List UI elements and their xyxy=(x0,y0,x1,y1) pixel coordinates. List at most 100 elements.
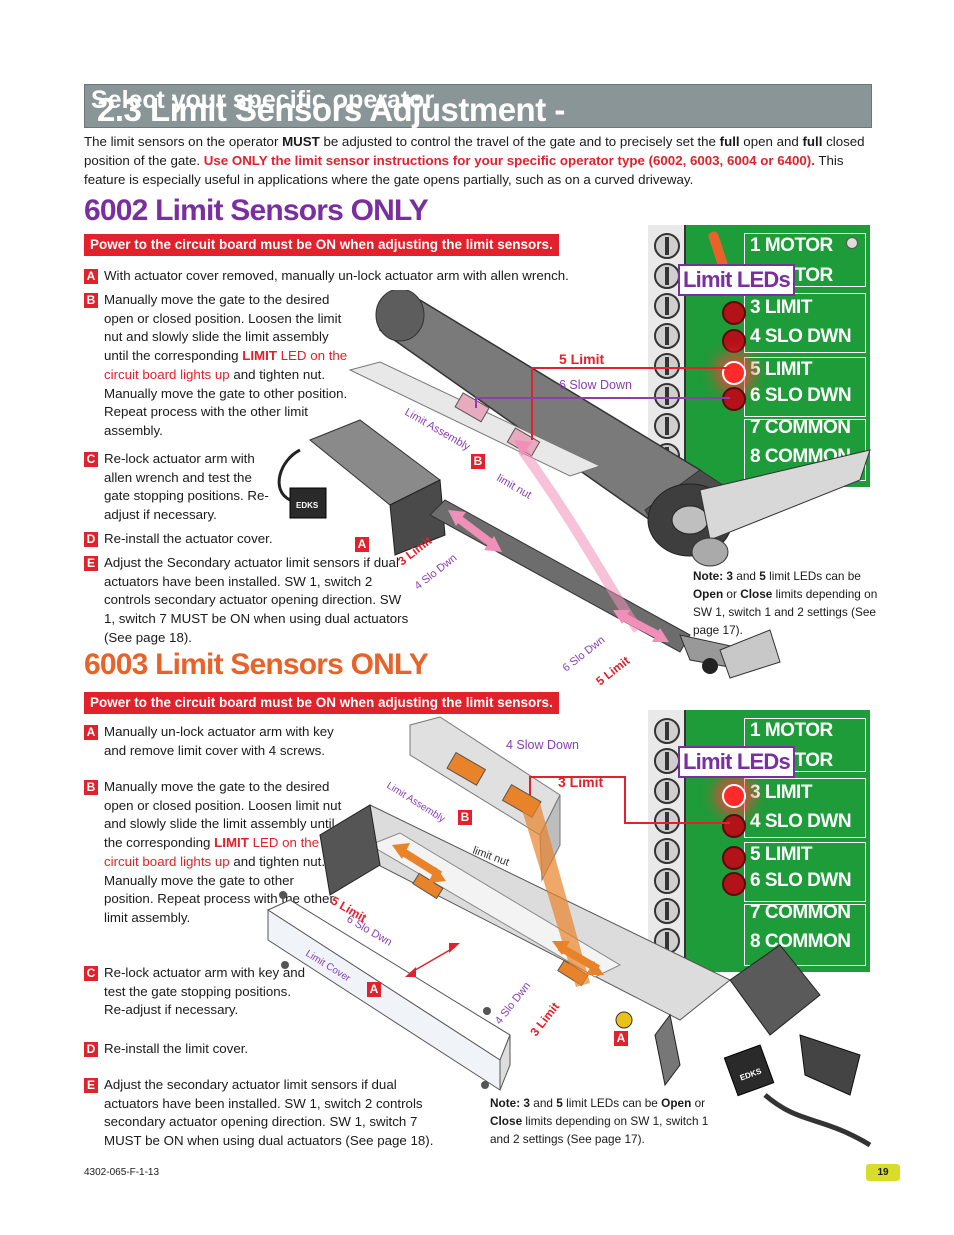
board-label: 6 SLO DWN xyxy=(750,870,852,891)
actuator-diagram-6002: EDKS Limit Assembly limit nut 3 Limit 4 … xyxy=(277,290,871,689)
step-text: Re-install the actuator cover. xyxy=(104,531,273,546)
limit-cover xyxy=(266,899,511,1091)
board-label: 4 SLO DWN xyxy=(750,811,852,832)
control-box-icon xyxy=(289,487,327,519)
step-text: Re-lock actuator arm with key and test t… xyxy=(104,965,306,1018)
note-6002: Note: 3 and 5 limit LEDs can be Open or … xyxy=(693,569,878,637)
step-badge: A xyxy=(84,269,98,284)
step-badge: E xyxy=(84,1078,98,1093)
step-text: Re-install the limit cover. xyxy=(104,1041,249,1056)
board-box xyxy=(744,357,866,417)
three-limit-label: 3 Limit xyxy=(558,774,604,790)
board-label: 7 COMMON xyxy=(750,902,851,923)
terminal-strip xyxy=(648,710,686,972)
step-badge: A xyxy=(84,725,98,740)
terminal-screw-icon xyxy=(654,868,680,894)
limit-nut-label: limit nut xyxy=(495,472,534,501)
board-box xyxy=(744,904,866,966)
terminal-screw-icon xyxy=(654,898,680,924)
step-b-6002: B Manually move the gate to the desired … xyxy=(84,291,349,441)
actuator-cylinder xyxy=(375,290,871,567)
power-warning-banner-6003: Power to the circuit board must be ON wh… xyxy=(84,692,559,714)
step-d-6003: D Re-install the limit cover. xyxy=(84,1040,334,1059)
page-number: 19 xyxy=(866,1164,900,1181)
terminal-screw-icon xyxy=(654,233,680,259)
terminal-screw-icon xyxy=(654,353,680,379)
step-badge: C xyxy=(84,452,98,467)
header-title-sub: Select your specific operator xyxy=(91,86,435,114)
diagram-badge-a: A xyxy=(355,537,369,552)
board-box xyxy=(744,233,866,287)
step-d-6002: D Re-install the actuator cover. xyxy=(84,530,334,549)
board-label: 5 LIMIT xyxy=(750,844,812,865)
terminal-screw-icon xyxy=(654,323,680,349)
led-4-slo-dwn xyxy=(722,814,746,838)
wire-5-limit xyxy=(531,367,730,440)
wire-6-slow-down xyxy=(475,397,730,408)
section-header: 2.3 Limit Sensors Adjustment - Select yo… xyxy=(84,84,872,128)
terminal-screw-icon xyxy=(654,838,680,864)
led-5-limit xyxy=(722,846,746,870)
intro-full: full xyxy=(802,134,823,149)
note-6003: Note: 3 and 5 limit LEDs can be Open or … xyxy=(490,1096,709,1146)
board-box xyxy=(744,778,866,838)
terminal-screw-icon xyxy=(654,718,680,744)
led-5-limit-lit xyxy=(722,361,746,385)
five-limit-bottom-label: 5 Limit xyxy=(593,654,632,689)
step-a-6002: A With actuator cover removed, manually … xyxy=(84,267,604,286)
board-label: 3 LIMIT xyxy=(750,782,812,803)
step-b-6003: B Manually move the gate to the desired … xyxy=(84,778,346,928)
led-3-limit xyxy=(722,301,746,325)
led-6-slo-dwn xyxy=(722,872,746,896)
terminal-screw-icon xyxy=(654,263,680,289)
actuator-diagram-6003: EDKS Limit Assembly limit nut 5 Limit 6 … xyxy=(266,716,872,1148)
intro-text: be adjusted to control the travel of the… xyxy=(319,134,720,149)
step-badge: D xyxy=(84,532,98,547)
step-c-6002: C Re-lock actuator arm with allen wrench… xyxy=(84,450,274,525)
board-label: 4 SLO DWN xyxy=(750,326,852,347)
board-label: 1 MOTOR xyxy=(750,720,833,741)
led-3-limit-lit xyxy=(722,784,746,808)
wire-3-limit xyxy=(529,776,730,824)
step-text: Manually un-lock actuator arm with key a… xyxy=(104,724,334,758)
diagram-badge-a-cover: A xyxy=(367,982,381,997)
intro-text: open and xyxy=(739,134,803,149)
step-text: With actuator cover removed, manually un… xyxy=(104,268,569,283)
diagram-badge-b: B xyxy=(458,810,472,825)
four-slo-dwn-label: 4 Slo Dwn xyxy=(493,980,533,1027)
step-text: Adjust the Secondary actuator limit sens… xyxy=(104,555,409,645)
terminal-screw-icon xyxy=(654,778,680,804)
step-badge: B xyxy=(84,780,98,795)
section-title-6002: 6002 Limit Sensors ONLY xyxy=(84,194,429,227)
limit-leds-label-6002: Limit LEDs xyxy=(678,264,795,296)
board-label: 1 MOTOR xyxy=(750,235,833,256)
three-limit-bottom-label: 3 Limit xyxy=(527,1000,562,1039)
four-slow-down-label: 4 Slow Down xyxy=(506,738,579,752)
document-code: 4302-065-F-1-13 xyxy=(84,1167,160,1178)
four-slo-dwn-label: 4 Slo Dwn xyxy=(412,552,459,592)
board-box xyxy=(744,718,866,772)
six-slo-dwn-label: 6 Slo Dwn xyxy=(560,634,607,674)
six-slow-down-label: 6 Slow Down xyxy=(559,378,632,392)
header-title-main: 2.3 Limit Sensors Adjustment - xyxy=(97,91,565,128)
step-badge: D xyxy=(84,1042,98,1057)
screw-icon xyxy=(281,961,289,969)
adjust-arrows xyxy=(392,803,604,987)
step-e-6003: E Adjust the secondary actuator limit se… xyxy=(84,1076,449,1151)
step-e-6002: E Adjust the Secondary actuator limit se… xyxy=(84,554,414,648)
limit-leds-label-6003: Limit LEDs xyxy=(678,746,795,778)
adjust-arrows xyxy=(448,440,669,642)
intro-must: MUST xyxy=(282,134,320,149)
step-text: Re-lock actuator arm with allen wrench a… xyxy=(104,451,269,523)
intro-full: full xyxy=(719,134,740,149)
power-warning-banner-6002: Power to the circuit board must be ON wh… xyxy=(84,234,559,256)
screw-icon xyxy=(483,1007,491,1015)
led-4-slo-dwn xyxy=(722,329,746,353)
screw-icon xyxy=(279,891,287,899)
step-a-6003: A Manually un-lock actuator arm with key… xyxy=(84,723,354,760)
intro-text: The limit sensors on the operator xyxy=(84,134,283,149)
terminal-screw-icon xyxy=(654,808,680,834)
diagram-badge-a-key: A xyxy=(614,1031,628,1046)
terminal-screw-icon xyxy=(654,383,680,409)
intro-warning: Use ONLY the limit sensor instructions f… xyxy=(203,153,815,168)
